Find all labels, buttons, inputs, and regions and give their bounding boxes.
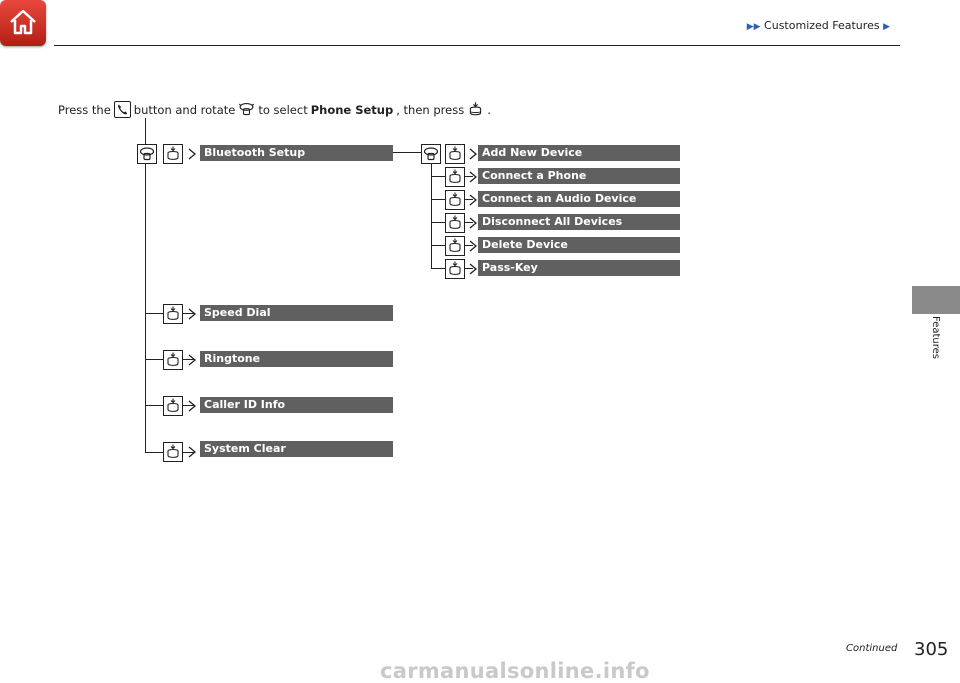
triangle-icon: ▶ xyxy=(883,22,890,32)
arrow-right-icon xyxy=(469,194,478,206)
side-tab[interactable] xyxy=(912,286,960,314)
tree-connector xyxy=(393,152,421,153)
arrow-right-icon xyxy=(469,217,478,229)
menu-item-system-clear[interactable]: System Clear xyxy=(200,441,393,457)
menu-item-caller-id-info[interactable]: Caller ID Info xyxy=(200,397,393,413)
arrow-right-icon xyxy=(188,354,197,366)
breadcrumb[interactable]: ▶▶ Customized Features ▶ xyxy=(747,19,890,32)
instruction-part: , then press xyxy=(396,102,465,117)
knob-press-icon xyxy=(163,396,183,416)
knob-press-icon xyxy=(445,144,465,164)
knob-press-icon xyxy=(163,442,183,462)
arrow-right-icon xyxy=(188,308,197,320)
knob-press-icon xyxy=(445,236,465,256)
selector-knob-icon xyxy=(239,102,255,116)
instruction-text: Press the button and rotate to select Ph… xyxy=(58,101,491,118)
home-button[interactable] xyxy=(0,0,46,46)
arrow-right-icon xyxy=(188,446,197,458)
knob-press-icon xyxy=(470,102,482,116)
knob-press-icon xyxy=(445,213,465,233)
arrow-right-icon xyxy=(469,171,478,183)
arrow-right-icon xyxy=(188,148,197,160)
side-tab-label: Features xyxy=(930,316,941,359)
arrow-right-icon xyxy=(469,263,478,275)
instruction-part: Press the xyxy=(58,102,111,117)
menu-item-connect-a-phone[interactable]: Connect a Phone xyxy=(478,168,680,184)
menu-item-pass-key[interactable]: Pass-Key xyxy=(478,260,680,276)
menu-item-bluetooth-setup[interactable]: Bluetooth Setup xyxy=(200,145,393,161)
selector-knob-icon xyxy=(137,144,157,164)
arrow-right-icon xyxy=(188,400,197,412)
instruction-part: button and rotate xyxy=(133,102,236,117)
instruction-part: to select xyxy=(258,102,308,117)
tree-trunk-sub xyxy=(431,162,432,268)
knob-press-icon xyxy=(445,259,465,279)
phone-icon xyxy=(113,101,131,118)
home-icon xyxy=(10,9,36,35)
menu-item-connect-audio-device[interactable]: Connect an Audio Device xyxy=(478,191,680,207)
menu-item-disconnect-all-devices[interactable]: Disconnect All Devices xyxy=(478,214,680,230)
breadcrumb-label: Customized Features xyxy=(764,19,880,32)
menu-item-speed-dial[interactable]: Speed Dial xyxy=(200,305,393,321)
instruction-term: Phone Setup xyxy=(310,102,394,117)
arrow-right-icon xyxy=(469,148,478,160)
tree-trunk xyxy=(145,118,146,453)
knob-press-icon xyxy=(163,304,183,324)
instruction-part: . xyxy=(487,102,491,117)
triangle-icon: ▶▶ xyxy=(746,22,761,32)
knob-press-icon xyxy=(445,190,465,210)
arrow-right-icon xyxy=(469,240,478,252)
knob-press-icon xyxy=(163,350,183,370)
selector-knob-icon xyxy=(421,144,441,164)
menu-item-ringtone[interactable]: Ringtone xyxy=(200,351,393,367)
knob-press-icon xyxy=(163,144,183,164)
menu-item-delete-device[interactable]: Delete Device xyxy=(478,237,680,253)
header-divider xyxy=(54,45,900,46)
continued-label: Continued xyxy=(846,643,898,654)
watermark: carmanualsonline.info xyxy=(380,659,650,683)
knob-press-icon xyxy=(445,167,465,187)
menu-item-add-new-device[interactable]: Add New Device xyxy=(478,145,680,161)
page-number: 305 xyxy=(914,639,949,660)
